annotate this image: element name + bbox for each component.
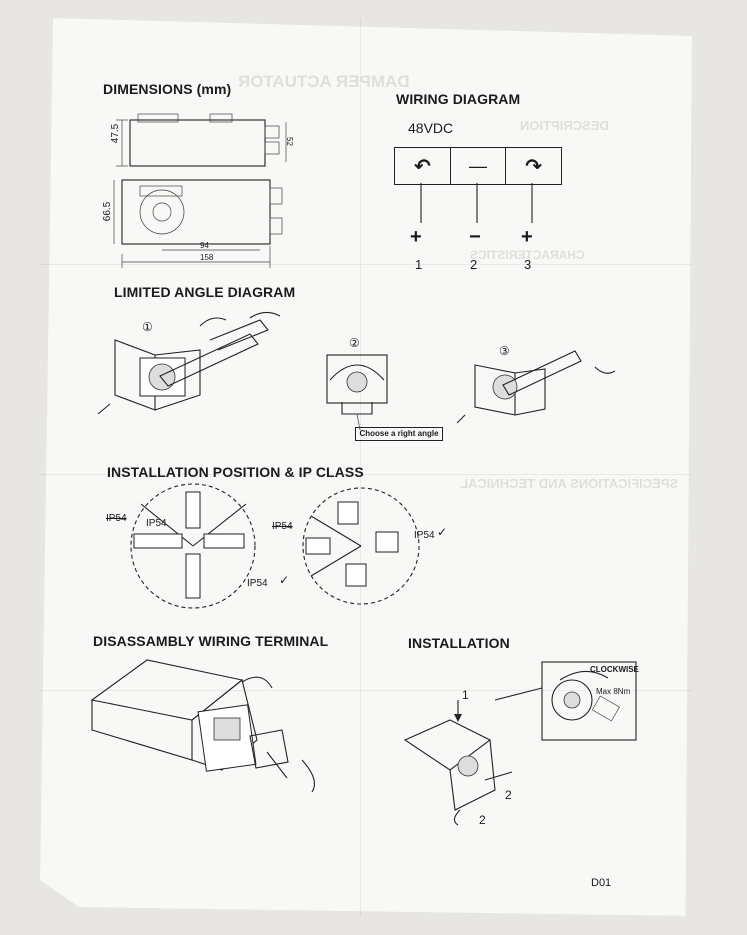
step-2-marker: ②: [349, 336, 360, 350]
terminal-3-number: 3: [524, 257, 532, 272]
terminal-1-number: 1: [415, 257, 423, 272]
dimensions-heading: DIMENSIONS (mm): [103, 81, 232, 97]
paper-sheet: [40, 18, 692, 916]
fold-line-horizontal: [40, 690, 692, 691]
fold-line-horizontal: [40, 474, 692, 475]
terminal-1-symbol: +: [410, 226, 422, 248]
check-icon: ✓: [279, 573, 290, 587]
clockwise-label: CLOCKWISE: [590, 665, 639, 674]
bleed-through-description: DESCRIPTION: [520, 118, 609, 133]
limited-angle-step-2-drawing: [326, 354, 388, 431]
cw-cell: ↷: [506, 148, 561, 184]
disassembly-drawing: [90, 659, 315, 793]
limited-angle-heading: LIMITED ANGLE DIAGRAM: [114, 284, 296, 300]
dim-66-5: 66.5: [102, 201, 114, 222]
ip-label-2: IP54: [247, 578, 268, 589]
wiring-leads: [420, 183, 533, 223]
disassembly-heading: DISASSAMBLY WIRING TERMINAL: [93, 633, 329, 649]
ccw-arrow-icon: ↶: [413, 155, 431, 178]
limited-angle-step-3-drawing: [456, 350, 616, 424]
document-code: D01: [591, 877, 612, 889]
terminal-2-symbol: −: [469, 226, 481, 248]
wiring-heading: WIRING DIAGRAM: [396, 91, 521, 107]
dim-47-5: 47.5: [110, 123, 122, 144]
ccw-cell: ↶: [395, 148, 451, 184]
installation-step-2a: 2: [505, 788, 512, 802]
ip-label-crossed-1: IP54: [106, 513, 127, 524]
torque-label: Max 8Nm: [596, 687, 631, 696]
wiring-terminal-box: ↶ — ↷: [394, 147, 562, 185]
dim-52: 52: [284, 137, 294, 146]
dimensions-drawing: [113, 113, 287, 268]
choose-angle-caption: Choose a right angle: [355, 427, 443, 441]
bleed-through-specs: SPECIFICATIONS AND TECHNICAL: [460, 476, 679, 491]
dim-94: 94: [200, 241, 209, 250]
step-3-marker: ③: [499, 344, 510, 358]
installation-step-1: 1: [462, 688, 469, 702]
common-cell: —: [451, 148, 507, 184]
installation-heading: INSTALLATION: [408, 635, 510, 651]
voltage-label: 48VDC: [408, 120, 454, 136]
ip-class-drawing: [130, 483, 420, 609]
ip-label-1: IP54: [146, 518, 167, 529]
step-1-marker: ①: [142, 320, 153, 334]
ip-label-crossed-2: IP54: [272, 521, 293, 532]
fold-line-vertical: [360, 18, 361, 916]
dim-158: 158: [200, 253, 214, 262]
installation-step-2b: 2: [479, 813, 486, 827]
cw-arrow-icon: ↷: [525, 155, 543, 178]
terminal-2-number: 2: [470, 257, 478, 272]
installation-drawing: [403, 661, 637, 826]
terminal-3-symbol: +: [521, 226, 533, 248]
check-icon: ✓: [437, 525, 448, 539]
fold-line-horizontal: [40, 264, 692, 265]
installation-position-heading: INSTALLATION POSITION & IP CLASS: [107, 464, 364, 480]
limited-angle-step-1-drawing: [97, 311, 281, 415]
ip-label-3: IP54: [414, 530, 435, 541]
bleed-through-title: DAMPER ACTUATOR: [238, 72, 410, 91]
dash-icon: —: [469, 155, 487, 176]
